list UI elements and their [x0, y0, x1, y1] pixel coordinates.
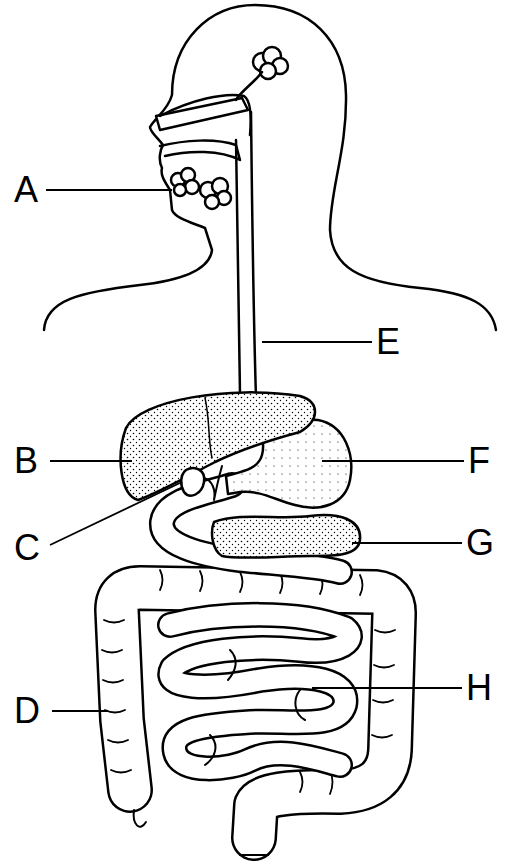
callout-letter: G [466, 523, 494, 563]
callout-letter: D [14, 691, 40, 731]
callout-letter: E [376, 322, 400, 362]
callout-letter: B [14, 441, 38, 481]
callout-letter: C [14, 528, 40, 568]
callout-letter: A [14, 170, 38, 210]
callout-letter: F [468, 441, 490, 481]
callout-letter: H [466, 668, 492, 708]
